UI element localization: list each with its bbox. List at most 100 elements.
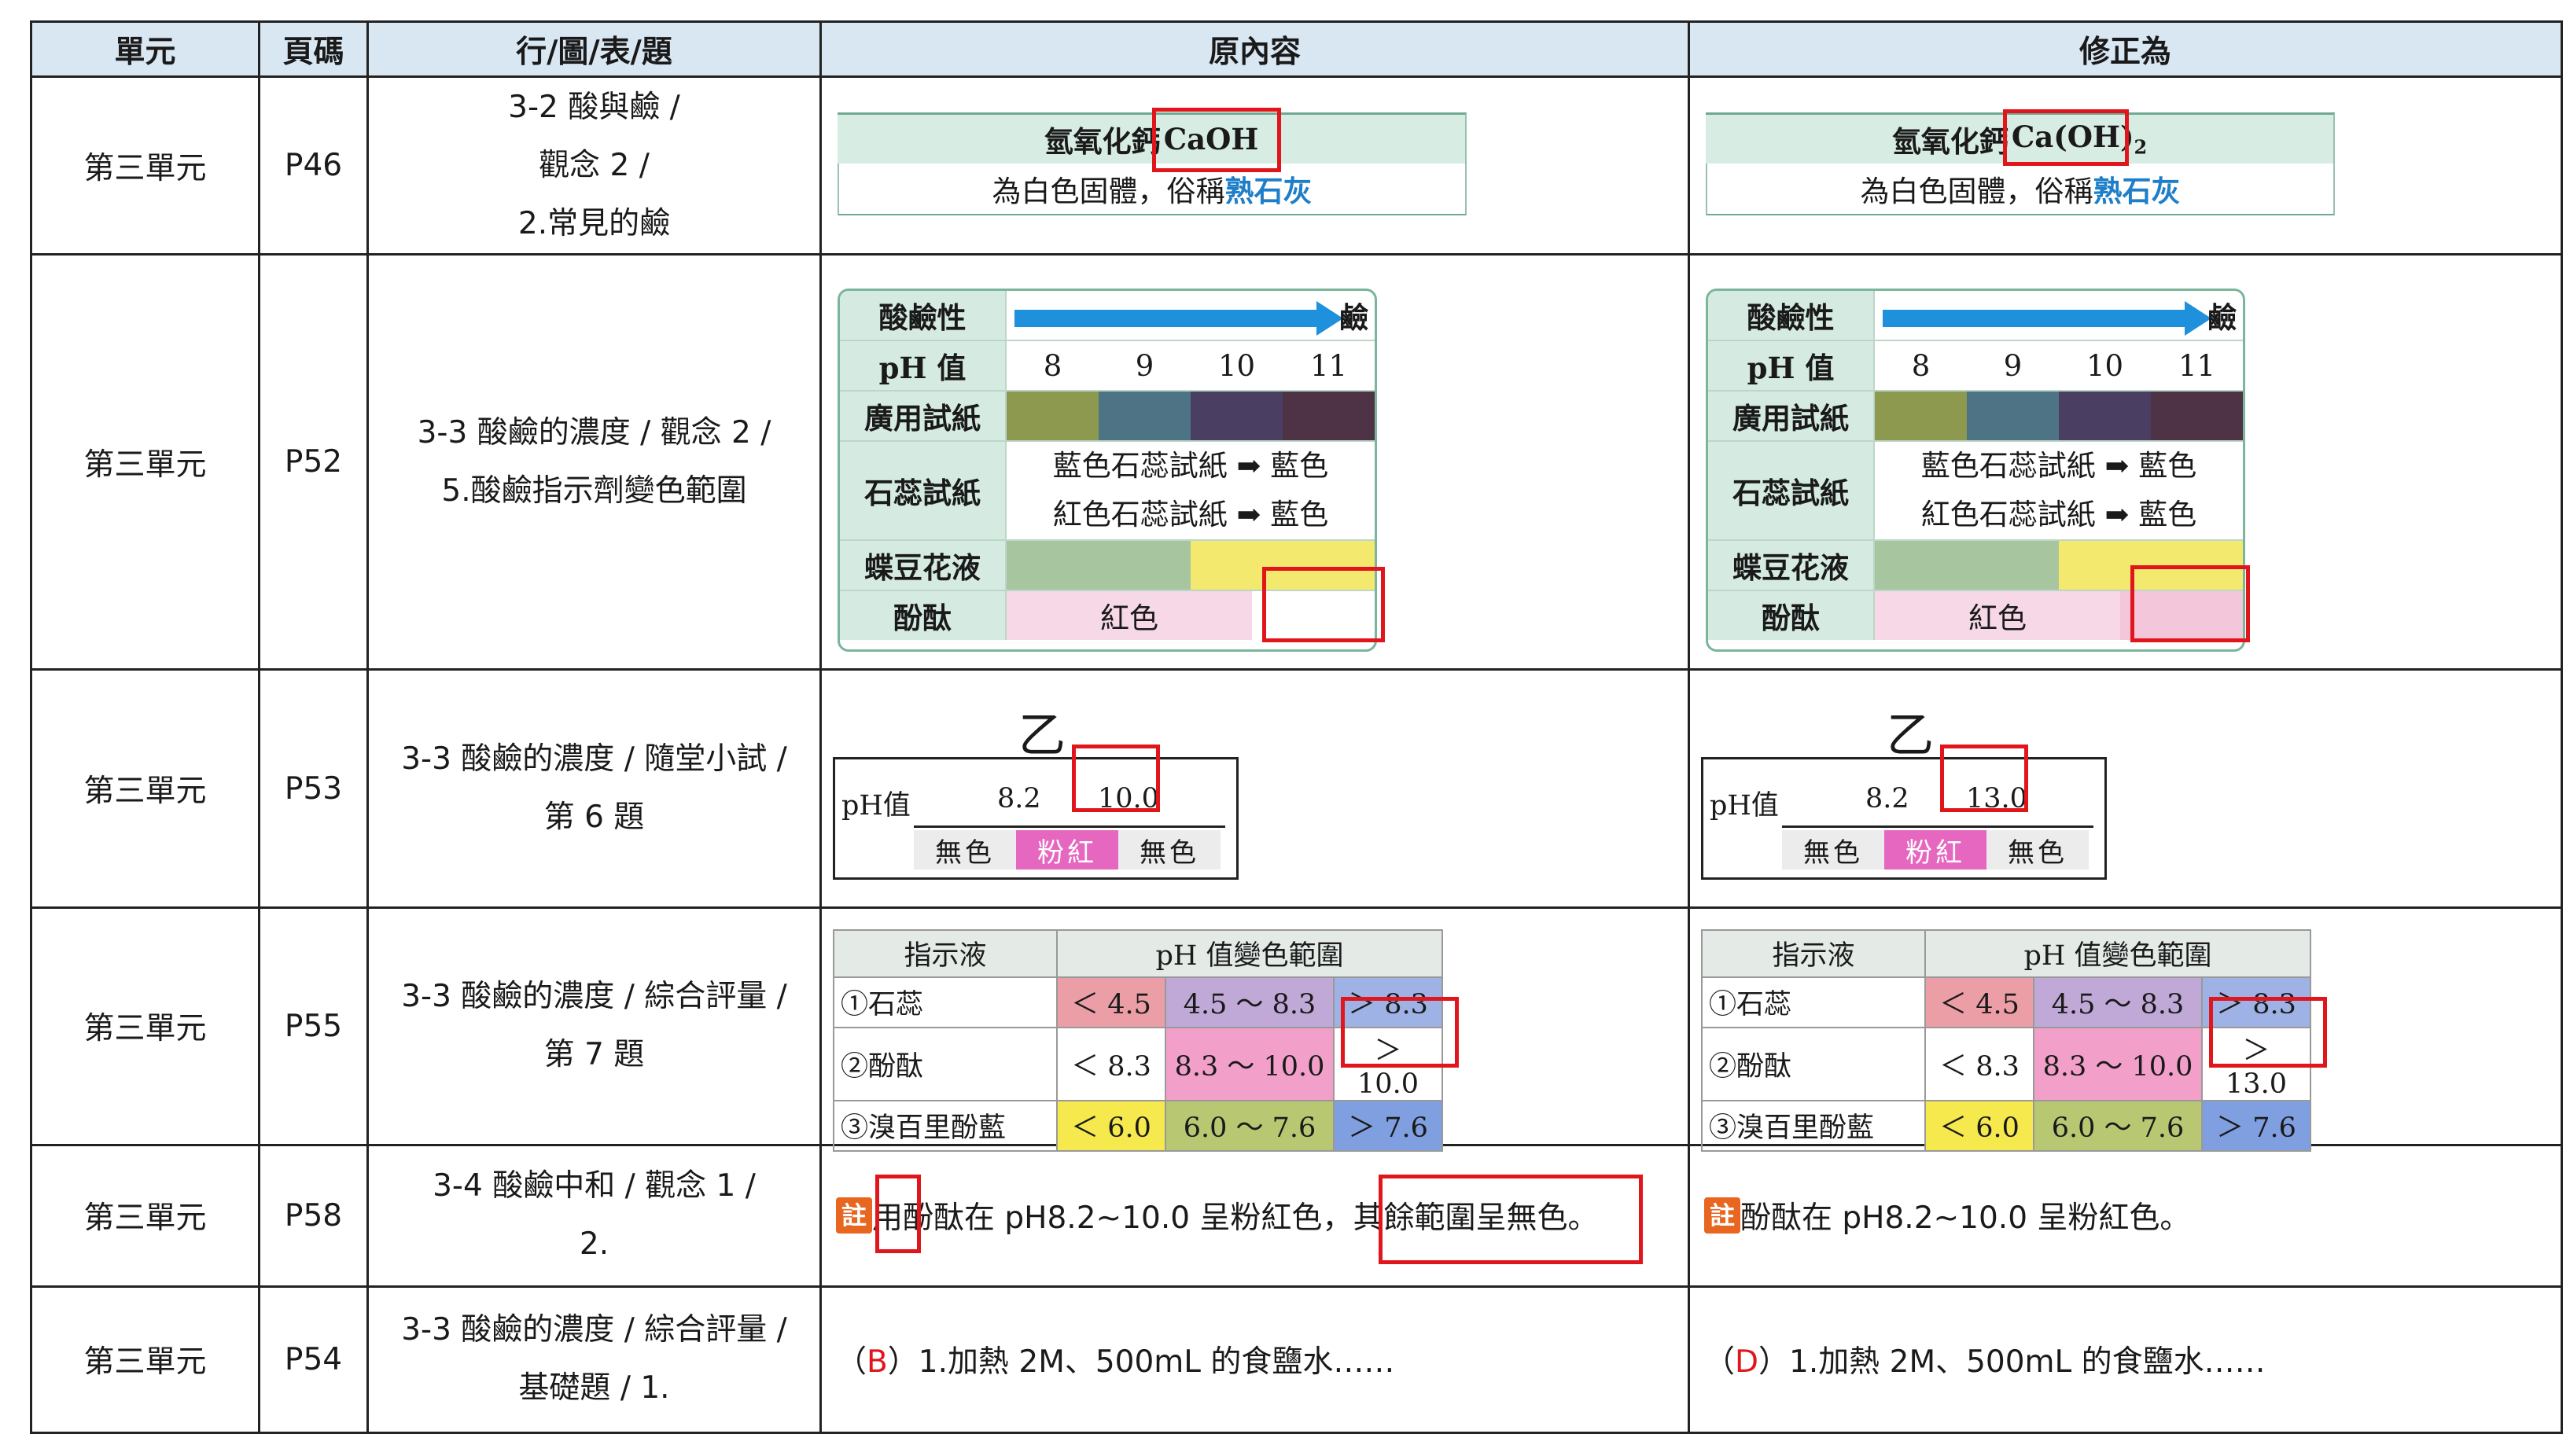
- range-cell: ＜ 6.0: [1056, 1099, 1166, 1152]
- ph-number-line: pH值 8.2 13.0 無色 粉紅 無色: [1701, 757, 2107, 881]
- alkaline-arrow: 鹼: [1007, 291, 1375, 340]
- location-line: 觀念 2 /: [539, 147, 650, 183]
- table-header: pH 值變色範圍: [1056, 928, 1443, 978]
- correction-highlight-box: [1940, 745, 2028, 813]
- table-row: 第三單元 P58 3-4 酸鹼中和 / 觀念 1 / 2. 註 用酚酞在 pH8…: [30, 1143, 2563, 1288]
- tick-label: 8.2: [1865, 783, 1909, 815]
- location-cell: 3-3 酸鹼的濃度 / 綜合評量 / 第 7 題: [366, 906, 822, 1146]
- table-row: 第三單元 P53 3-3 酸鹼的濃度 / 隨堂小試 / 第 6 題 乙 pH值 …: [30, 668, 2563, 909]
- unit-cell: 第三單元: [30, 906, 260, 1146]
- range-cell: ＜ 4.5: [1056, 976, 1166, 1028]
- color-swatch: [1875, 541, 2059, 590]
- corrected-cell: （D）1.加熱 2M、500mL 的食鹽水……: [1688, 1285, 2563, 1435]
- error-highlight-box: [1152, 108, 1281, 173]
- range-cell: ＜ 6.0: [1924, 1099, 2034, 1152]
- row-label: 廣用試紙: [840, 392, 1007, 441]
- phenol-blank: [1252, 591, 1375, 641]
- answer-letter: B: [867, 1344, 888, 1381]
- location-cell: 3-4 酸鹼中和 / 觀念 1 / 2.: [366, 1143, 822, 1288]
- location-line: 3-2 酸與鹼 /: [508, 89, 680, 125]
- correction-highlight-box: [2130, 565, 2250, 643]
- range-cell: 6.0 ～ 7.6: [1165, 1099, 1335, 1152]
- location-line: 3-3 酸鹼的濃度 / 隨堂小試 /: [401, 741, 787, 778]
- ph-value: 10: [1217, 348, 1256, 383]
- range-cell: ＜ 8.3: [1924, 1026, 2034, 1101]
- row-label: 酚酞: [840, 591, 1007, 641]
- header-location: 行/圖/表/題: [366, 20, 822, 79]
- table-header: pH 值變色範圍: [1924, 928, 2311, 978]
- location-line: 3-3 酸鹼的濃度 / 觀念 2 /: [417, 414, 771, 450]
- row-label: 酚酞: [1708, 591, 1875, 641]
- compound-formula: CaOH: [1163, 122, 1259, 157]
- unit-cell: 第三單元: [30, 1285, 260, 1435]
- phenol-color: 紅色: [1875, 591, 2120, 641]
- error-highlight-box: [1379, 1174, 1643, 1264]
- location-cell: 3-3 酸鹼的濃度 / 觀念 2 / 5.酸鹼指示劑變色範圍: [366, 253, 822, 671]
- page-cell: P52: [258, 253, 369, 671]
- location-line: 5.酸鹼指示劑變色範圍: [441, 472, 747, 509]
- compound-name: 氫氧化鈣: [1891, 124, 2009, 160]
- phenol-color: 紅色: [1007, 591, 1252, 641]
- unit-cell: 第三單元: [30, 1143, 260, 1288]
- compound-formula: Ca(OH)2: [2011, 119, 2148, 159]
- location-line: 第 6 題: [543, 800, 645, 836]
- answer-letter: D: [1735, 1344, 1759, 1381]
- unit-cell: 第三單元: [30, 75, 260, 256]
- note-text: 其餘範圍呈無色。: [1353, 1200, 1599, 1237]
- row-label: pH 值: [840, 341, 1007, 391]
- question-text: ）1.加熱 2M、500mL 的食鹽水……: [1758, 1344, 2266, 1381]
- color-swatch: [1007, 392, 1099, 441]
- table-header: 指示液: [833, 928, 1058, 978]
- phenol-fixed-color: [2120, 591, 2243, 641]
- litmus-result: 藍色石蕊試紙 ➡ 藍色: [1920, 449, 2197, 483]
- ph-value: 11: [1309, 348, 1348, 383]
- location-line: 第 7 題: [543, 1037, 645, 1073]
- row-label: 酸鹼性: [840, 291, 1007, 340]
- ph-value: 10: [2086, 348, 2124, 383]
- indicator-name: ②酚酞: [833, 1026, 1058, 1101]
- litmus-result: 紅色石蕊試紙 ➡ 藍色: [1052, 498, 1329, 532]
- alkaline-arrow: 鹼: [1875, 291, 2243, 340]
- range-segment: 無色: [1986, 830, 2089, 870]
- original-cell: （B）1.加熱 2M、500mL 的食鹽水……: [819, 1285, 1690, 1435]
- ph-value: 11: [2178, 348, 2216, 383]
- range-cell: ＜ 4.5: [1924, 976, 2034, 1028]
- compound-desc: 為白色固體，俗稱: [992, 175, 1225, 209]
- ph-number-line: pH值 8.2 10.0 無色 粉紅 無色: [833, 757, 1239, 881]
- arrow-label: 鹼: [2207, 300, 2237, 336]
- correction-highlight-box: [2209, 996, 2327, 1068]
- location-cell: 3-3 酸鹼的濃度 / 綜合評量 / 基礎題 / 1.: [366, 1285, 822, 1435]
- range-segment: 粉紅: [1016, 830, 1118, 870]
- row-label: 蝶豆花液: [840, 541, 1007, 590]
- header-corrected: 修正為: [1688, 20, 2563, 79]
- correction-highlight-box: [2003, 109, 2129, 167]
- errata-table: 單元 頁碼 行/圖/表/題 原內容 修正為 第三單元 P46 3-2 酸與鹼 /…: [30, 20, 2563, 1435]
- corrected-cell: 乙 pH值 8.2 13.0 無色 粉紅 無色: [1688, 668, 2563, 909]
- range-segment: 無色: [1118, 830, 1221, 870]
- color-swatch: [2151, 392, 2243, 441]
- ph-value: 9: [1135, 348, 1154, 383]
- range-segment: 無色: [914, 830, 1016, 870]
- color-swatch: [1283, 392, 1375, 441]
- compound-common-name: 熟石灰: [1224, 174, 1313, 209]
- unit-cell: 第三單元: [30, 668, 260, 909]
- page-cell: P46: [258, 75, 369, 256]
- indicator-name: ①石蕊: [1701, 976, 1926, 1028]
- color-swatch: [1191, 392, 1283, 441]
- range-cell: ＞ 8.3: [1333, 976, 1443, 1028]
- row-label: 蝶豆花液: [1708, 541, 1875, 590]
- indicator-name: ③溴百里酚藍: [1701, 1099, 1926, 1152]
- answer-paren: （: [836, 1344, 867, 1381]
- note-icon: 註: [836, 1197, 872, 1234]
- row-label: 廣用試紙: [1708, 392, 1875, 441]
- table-row: 第三單元 P52 3-3 酸鹼的濃度 / 觀念 2 / 5.酸鹼指示劑變色範圍 …: [30, 253, 2563, 671]
- tick-label: 8.2: [997, 783, 1041, 815]
- color-swatch: [1191, 541, 1375, 590]
